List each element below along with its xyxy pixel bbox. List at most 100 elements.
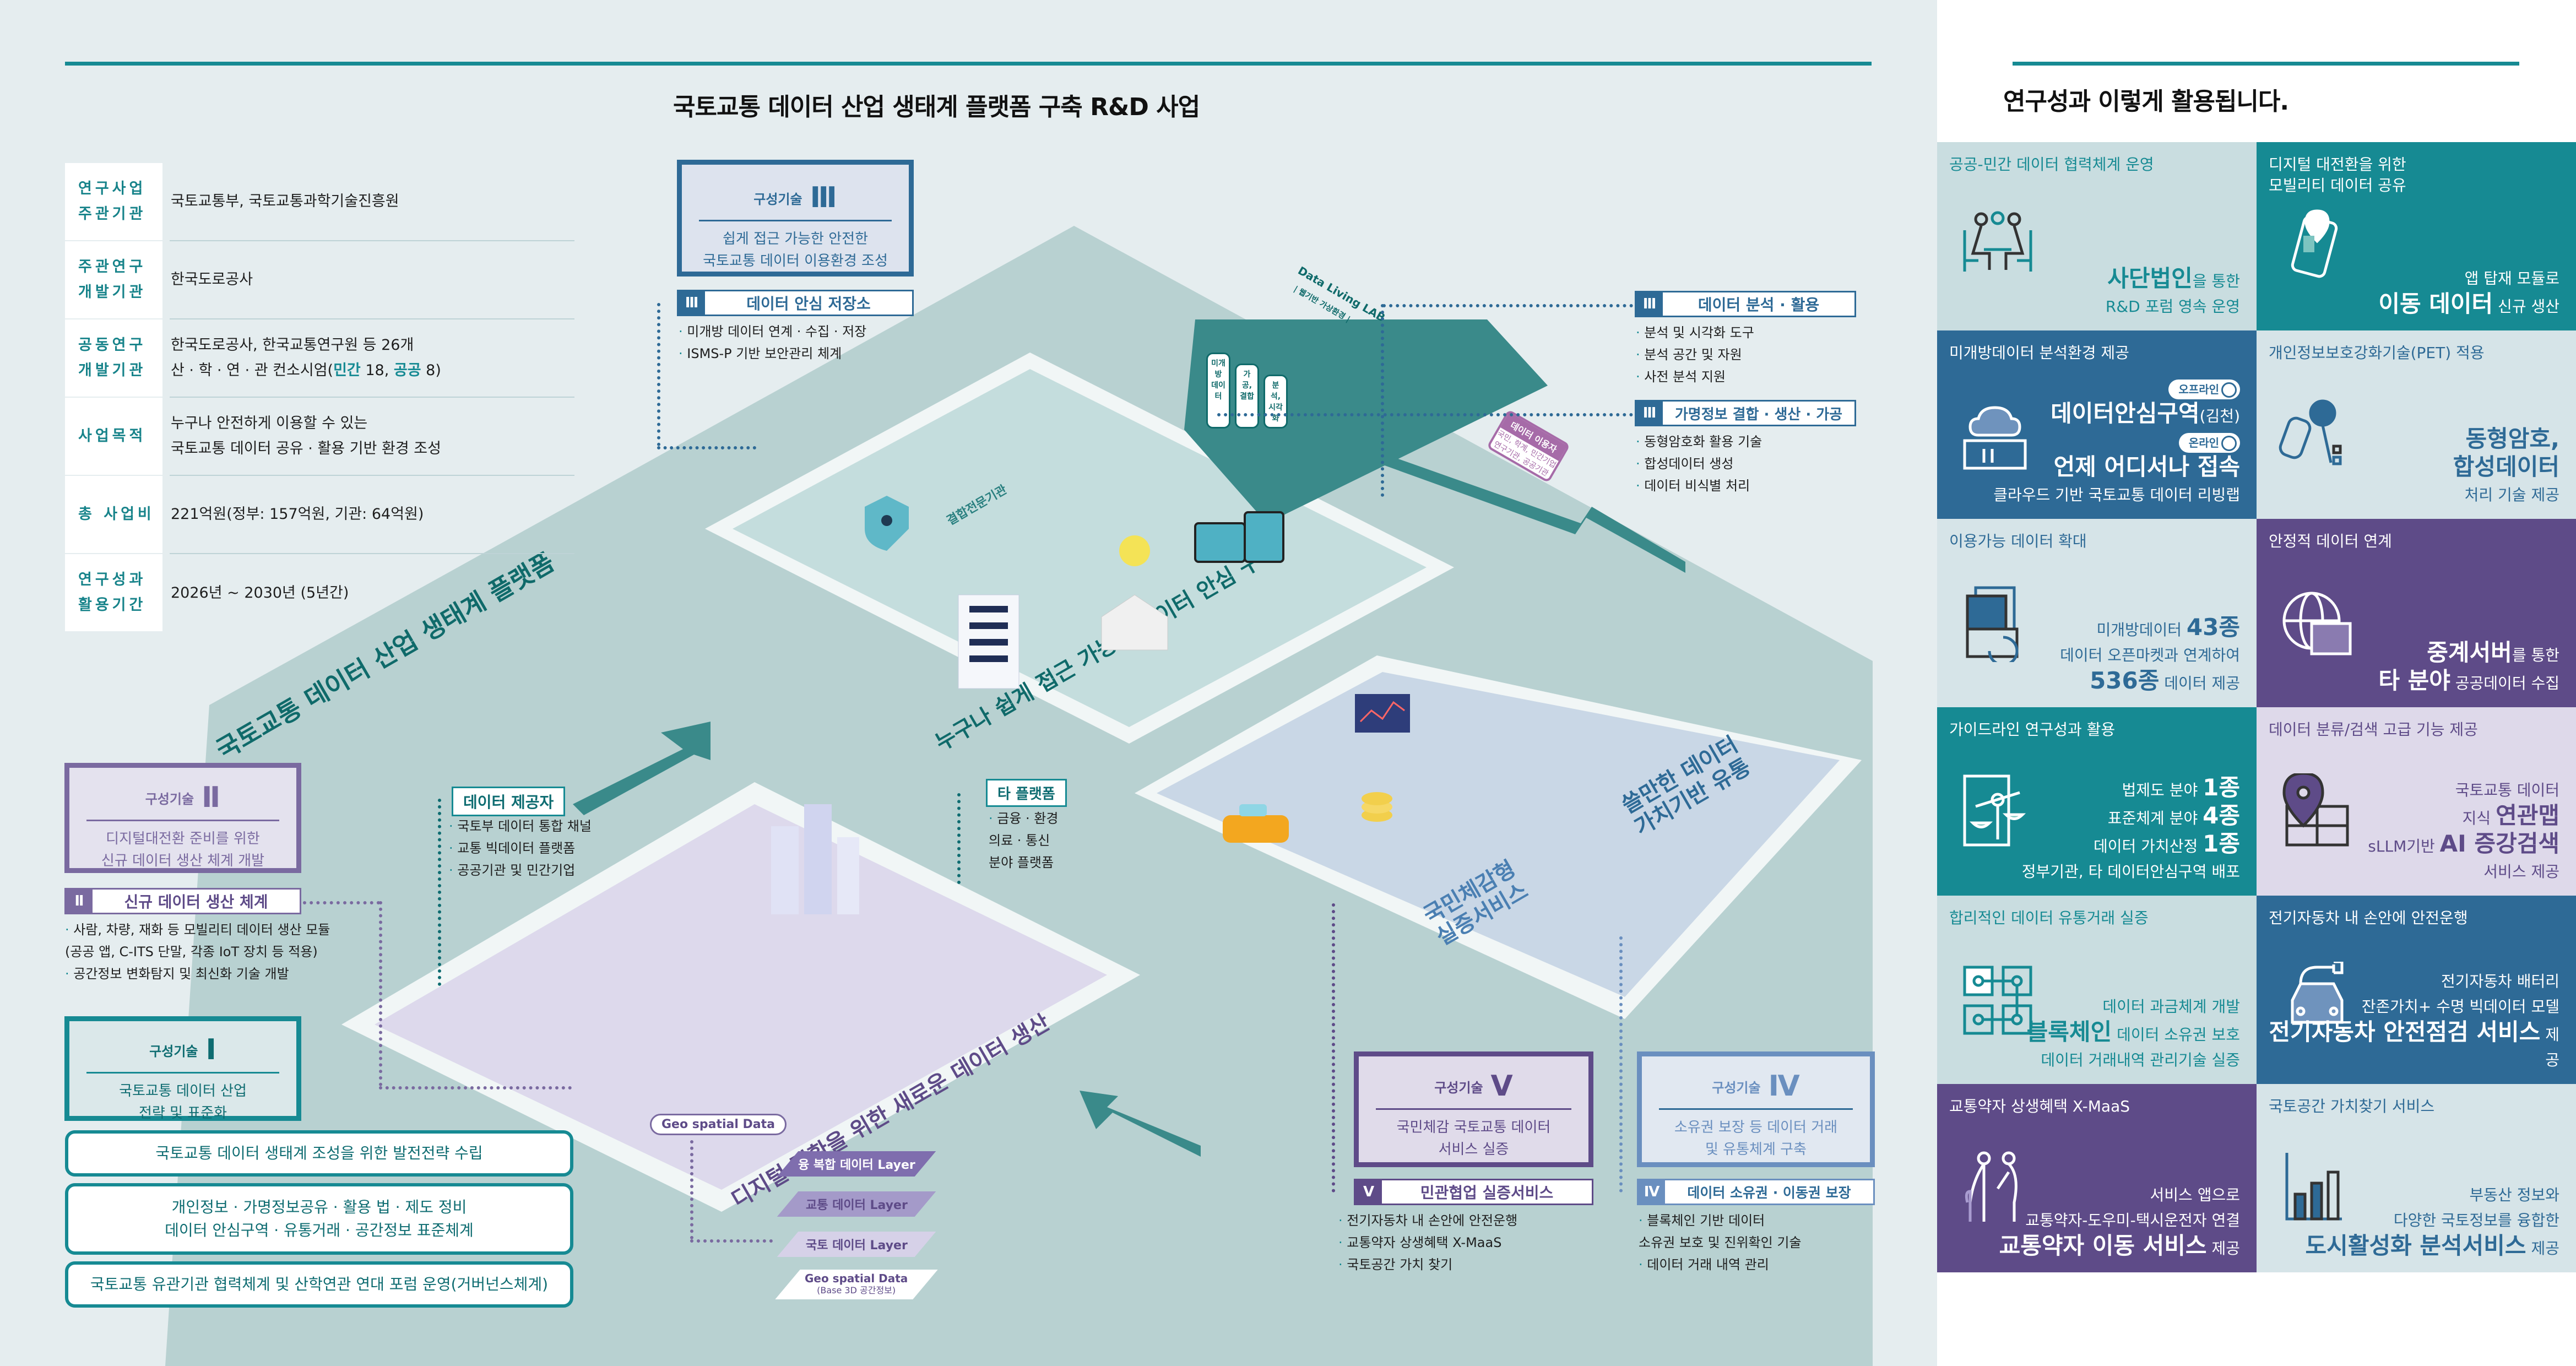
result-card-line: 타 분야 공공데이터 수집 bbox=[2378, 667, 2559, 694]
result-card-title: 이용가능 데이터 확대 bbox=[1949, 532, 2087, 550]
tech3-analysis-list: 분석 및 시각화 도구 분석 공간 및 자원 사전 분석 지원 bbox=[1636, 322, 1754, 388]
result-card-line: 언제 어디서나 접속 bbox=[2053, 453, 2240, 480]
result-card-line: 교통약자-도우미-택시운전자 연결 bbox=[2025, 1211, 2240, 1229]
connector-line bbox=[957, 793, 961, 884]
result-card-line: 데이터 가치산정 1종 bbox=[2094, 830, 2240, 857]
result-card-line: 사단법인을 통한 bbox=[2107, 265, 2240, 292]
governance-box: 국토교통 유관기관 협력체계 및 산학연관 연대 포럼 운영(거버넌스체계) bbox=[65, 1261, 573, 1308]
coins-icon bbox=[1362, 792, 1392, 822]
result-card-line: sLLM기반 AI 증강검색 bbox=[2368, 830, 2559, 857]
result-card-title: 교통약자 상생혜택 X-MaaS bbox=[1949, 1097, 2130, 1115]
result-card-line: 앱 탑재 모듈로 bbox=[2464, 269, 2559, 288]
safe-zone-inner bbox=[733, 369, 1427, 727]
info-head: 사업목적 bbox=[65, 398, 162, 476]
connector-line bbox=[1217, 413, 1633, 416]
layer-fusion: 융 복합 데이터 Layer bbox=[777, 1151, 936, 1177]
tech5-service-list: 전기자동차 내 손안에 안전운행 교통약자 상생혜택 X-MaaS 국토공간 가… bbox=[1338, 1210, 1517, 1276]
map-pin-icon bbox=[2279, 772, 2356, 850]
info-row: 총 사업비 221억원(정부: 157억원, 기관: 64억원) bbox=[65, 476, 574, 554]
result-card-title: 공공-민간 데이터 협력체계 운영 bbox=[1949, 155, 2154, 174]
info-value: 한국도로공사, 한국교통연구원 등 26개 산 · 학 · 연 · 관 컨소시엄… bbox=[170, 319, 574, 398]
result-card-line: 다양한 국토정보를 융합한 bbox=[2393, 1211, 2559, 1229]
layer-traffic: 교통 데이터 Layer bbox=[777, 1191, 936, 1217]
result-card-title: 데이터 분류/검색 고급 기능 제공 bbox=[2269, 720, 2478, 739]
result-card-line: 잔존가치+ 수명 빅데이터 모델 bbox=[2361, 998, 2559, 1016]
data-provider-list: 국토부 데이터 통합 채널 교통 빅데이터 플랫폼 공공기관 및 민간기업 bbox=[449, 815, 592, 881]
result-card-line: R&D 포럼 영속 운영 bbox=[2105, 297, 2240, 316]
connector-line bbox=[657, 446, 756, 449]
result-card-title: 전기자동차 내 손안에 안전운행 bbox=[2269, 909, 2468, 927]
documents-icon bbox=[1959, 585, 2036, 666]
connector-line bbox=[690, 1239, 773, 1243]
result-card-line: 이동 데이터 신규 생산 bbox=[2378, 290, 2559, 317]
tech3-pseudo-header: Ⅲ 가명정보 결합 · 생산 · 가공 bbox=[1635, 400, 1856, 426]
pyramid-blocks-icon bbox=[1101, 535, 1168, 651]
result-card-line: 합성데이터 bbox=[2453, 453, 2559, 480]
result-card-title: 합리적인 데이터 유통거래 실증 bbox=[1949, 909, 2149, 927]
server-stack-icon bbox=[958, 594, 1019, 689]
connector-line bbox=[379, 901, 382, 1086]
result-card-line: 데이터안심구역(김천) bbox=[2051, 400, 2240, 427]
result-card-title: 국토공간 가치찾기 서비스 bbox=[2269, 1097, 2435, 1115]
result-card-line: 교통약자 이동 서비스 제공 bbox=[1999, 1232, 2240, 1259]
result-card-line: 동형암호, bbox=[2465, 425, 2559, 452]
result-card-line: 정부기관, 타 데이터안심구역 배포 bbox=[2021, 863, 2240, 881]
other-platform-list: 금융 · 환경 의료 · 통신 분야 플랫폼 bbox=[989, 807, 1058, 874]
tech4-ownership-list: 블록체인 기반 데이터 소유권 보호 및 진위확인 기술 데이터 거래 내역 관… bbox=[1639, 1210, 1801, 1276]
result-card-line: 전기자동차 안전점검 서비스 제공 bbox=[2269, 1018, 2559, 1070]
tech2-new-list: 사람, 차량, 재화 등 모빌리티 데이터 생산 모듈 (공공 앱, C-ITS… bbox=[65, 919, 330, 985]
result-card-line: 부동산 정보와 bbox=[2469, 1186, 2559, 1204]
other-platform-tag: 타 플랫폼 bbox=[986, 779, 1067, 807]
info-value: 국토교통부, 국토교통과학기술진흥원 bbox=[170, 163, 574, 241]
layer-geo-base: Geo spatial Data(Base 3D 공간정보) bbox=[775, 1270, 938, 1299]
result-card-title: 미개방데이터 분석환경 제공 bbox=[1949, 344, 2129, 362]
result-card-line: 536종 데이터 제공 bbox=[2090, 667, 2240, 694]
layer-land: 국토 데이터 Layer bbox=[777, 1232, 936, 1257]
shield-lock-icon bbox=[865, 496, 909, 551]
arrow-left-icon bbox=[1080, 1091, 1201, 1157]
tech3-store-list: 미개방 데이터 연계 · 수집 · 저장 ISMS-P 기반 보안관리 체계 bbox=[679, 321, 866, 365]
top-divider bbox=[65, 62, 1872, 66]
strategy-box: 국토교통 데이터 생태계 조성을 위한 발전전략 수립 bbox=[65, 1130, 573, 1177]
scale-document-icon bbox=[1959, 773, 2036, 850]
tech3-store-header: Ⅲ 데이터 안심 저장소 bbox=[677, 290, 914, 316]
result-card-line: 데이터 거래내역 관리기술 실증 bbox=[2041, 1051, 2240, 1069]
info-value: 221억원(정부: 157억원, 기관: 64억원) bbox=[170, 476, 574, 554]
connector-line bbox=[657, 303, 660, 446]
result-card-line: 미개방데이터 43종 bbox=[2096, 614, 2240, 641]
result-card-line: 표준체계 분야 4종 bbox=[2107, 802, 2240, 829]
connector-line bbox=[1382, 304, 1633, 307]
key-icon bbox=[2279, 397, 2356, 474]
bar-chart-icon bbox=[2279, 1150, 2356, 1227]
result-card-line: 서비스 제공 bbox=[2483, 863, 2559, 881]
right-top-divider bbox=[2013, 62, 2519, 66]
arrow-flow-icon bbox=[1377, 457, 1685, 573]
tech3-analysis-header: Ⅲ 데이터 분석 · 활용 bbox=[1635, 291, 1856, 317]
connector-line bbox=[1381, 304, 1384, 497]
